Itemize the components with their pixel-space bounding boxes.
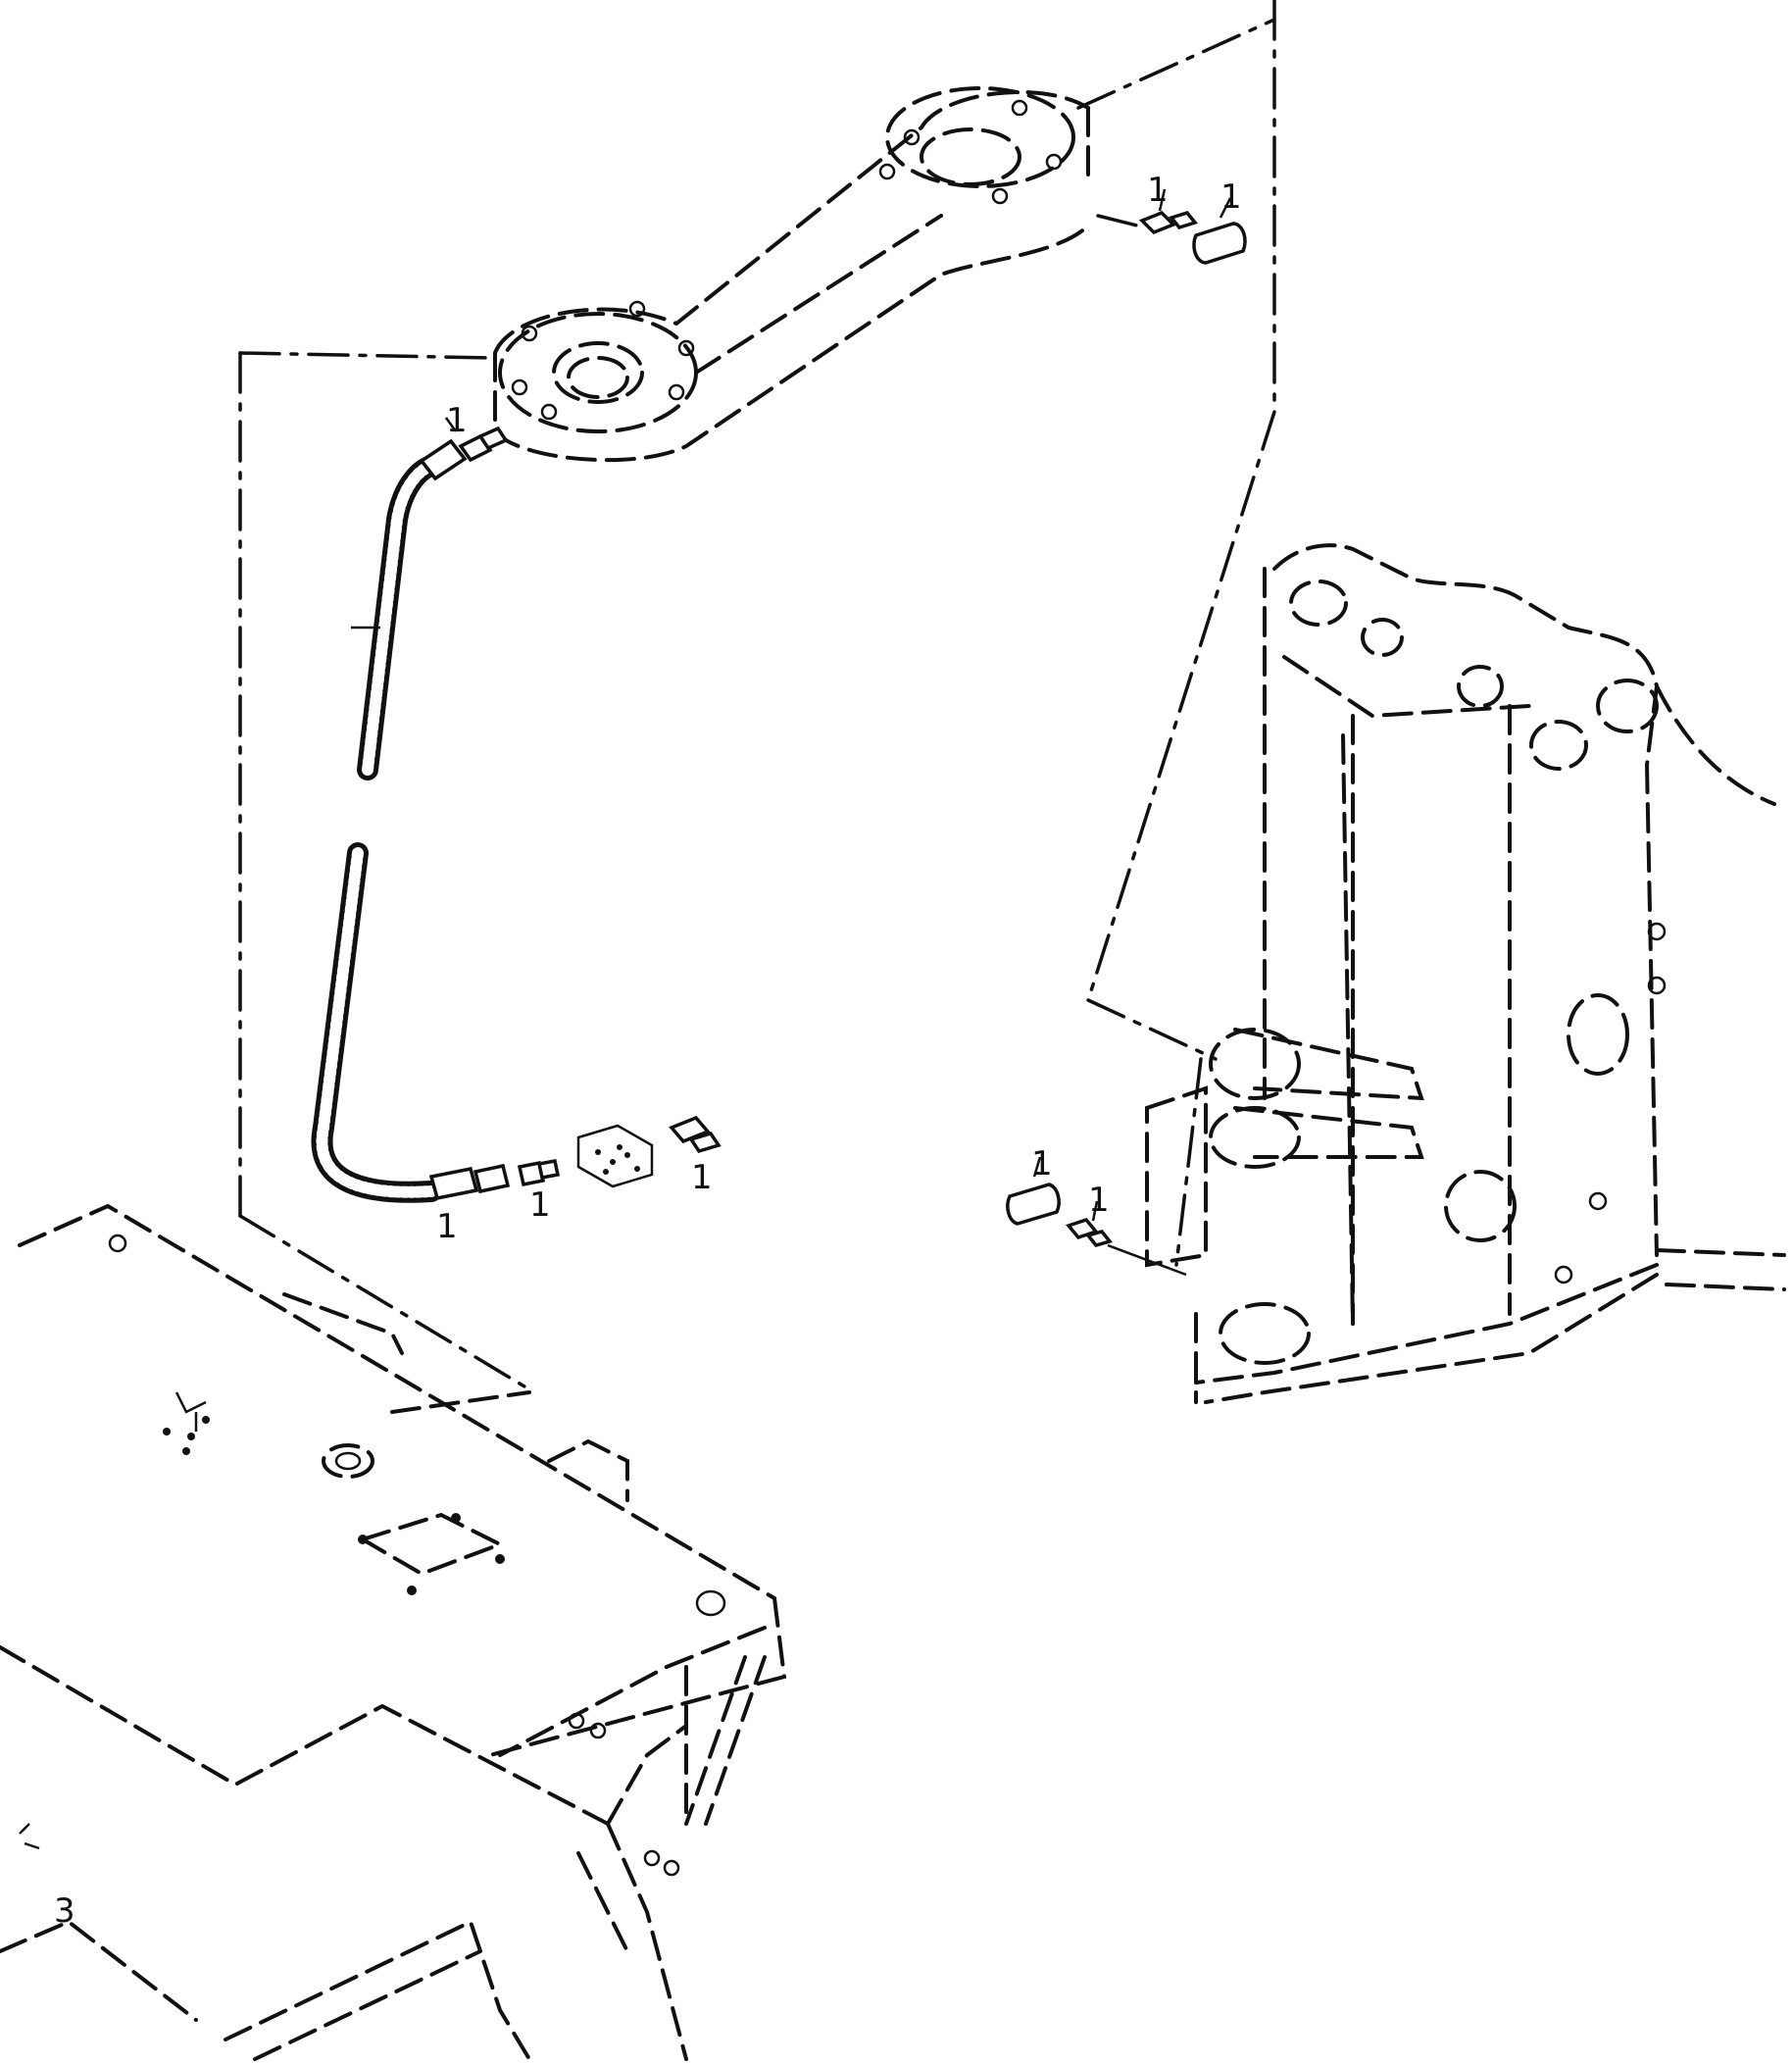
grease-fitting-lower	[1066, 1217, 1114, 1248]
assembly-lines	[238, 0, 1276, 1394]
elbow-fitting	[669, 1115, 722, 1154]
callout-9: 3	[54, 1891, 75, 1931]
callout-2: 1	[1220, 177, 1242, 217]
arm-link	[493, 86, 1090, 463]
hose-fitting-bottom	[428, 1158, 561, 1201]
hex-block	[576, 1124, 654, 1188]
hose-fitting-top	[419, 426, 509, 481]
callout-3: 1	[446, 401, 468, 440]
hydraulic-hose	[311, 417, 561, 1203]
callout-1: 1	[1147, 171, 1169, 210]
callout-5: 1	[529, 1185, 551, 1225]
grease-fitting-top	[1138, 210, 1198, 235]
callout-8: 1	[1088, 1181, 1110, 1220]
arm-bolt-holes	[511, 99, 1063, 421]
callout-numbers: 1 1 1 1 1 1 1 1 3	[54, 171, 1242, 1931]
bushing-lower	[1006, 1183, 1061, 1226]
lower-frame	[0, 1203, 787, 2061]
callout-7: 1	[1031, 1144, 1053, 1184]
callout-6: 1	[691, 1158, 713, 1197]
bushing-top	[1192, 222, 1247, 265]
callout-4: 1	[436, 1207, 458, 1246]
right-bracket-frame	[1145, 543, 1786, 1404]
